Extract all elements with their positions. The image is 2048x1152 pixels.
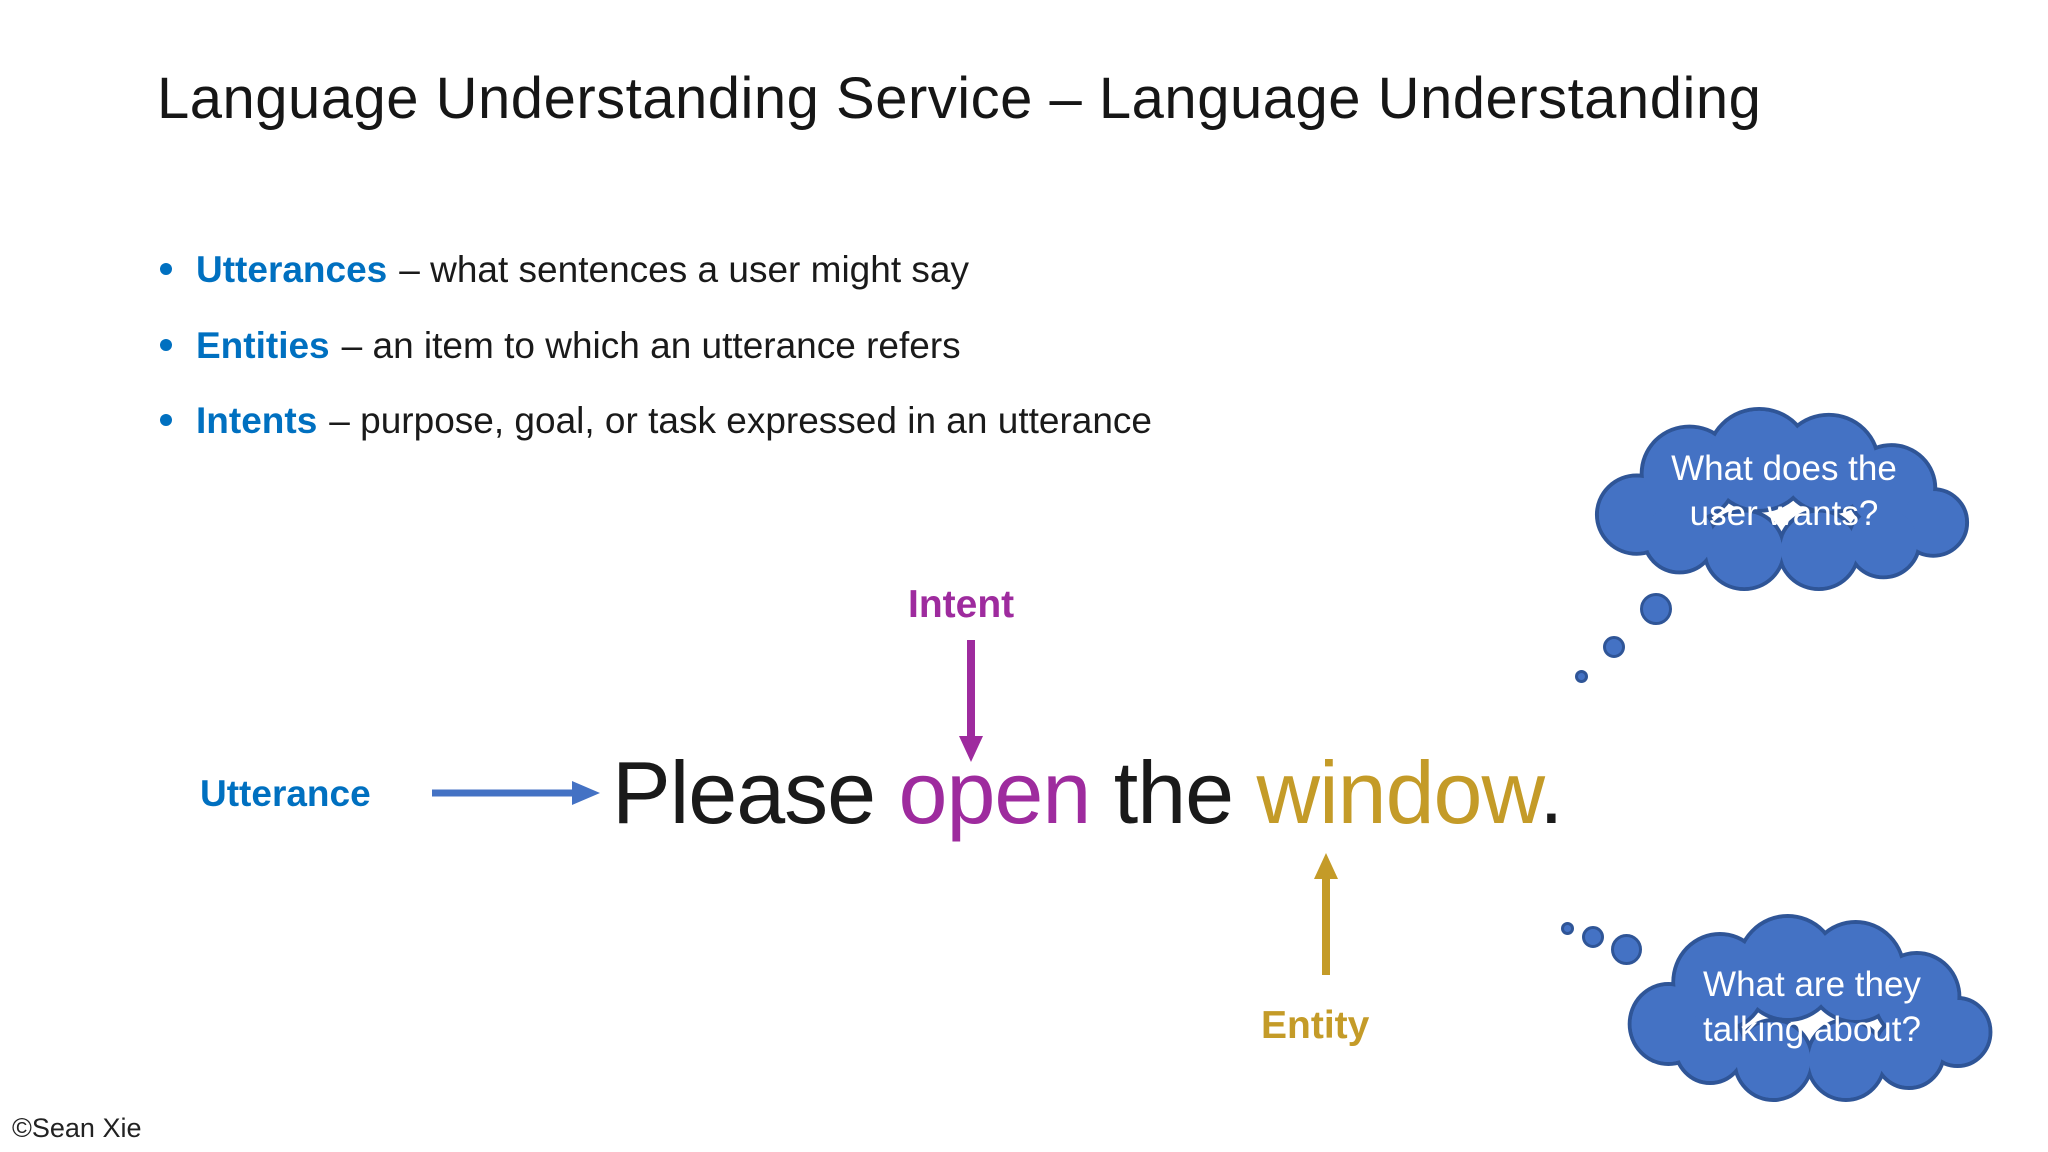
bullet-intents: Intents – purpose, goal, or task expresse… — [160, 396, 1152, 446]
bullet-text: – what sentences a user might say — [399, 249, 969, 290]
bullet-term: Entities — [196, 325, 330, 366]
sentence-intent-word: open — [898, 743, 1092, 842]
sentence-period: . — [1539, 743, 1563, 842]
sentence-entity-word: window — [1256, 743, 1541, 842]
bullet-text: – purpose, goal, or task expressed in an… — [329, 400, 1153, 441]
bullet-entities: Entities – an item to which an utterance … — [160, 321, 961, 371]
utterance-right-arrow-icon — [432, 781, 600, 805]
thought-dot-icon — [1582, 926, 1604, 948]
thought-bubble-entity: What are they talking about? — [1618, 912, 2006, 1102]
bullet-term: Intents — [196, 400, 318, 441]
utterance-label: Utterance — [200, 773, 371, 814]
bullet-dot-icon — [160, 263, 172, 276]
bullet-text: – an item to which an utterance refers — [341, 325, 961, 366]
cloud-icon — [1627, 914, 1993, 1102]
entity-up-arrow-icon — [1314, 853, 1338, 975]
thought-dot-icon — [1561, 922, 1574, 935]
bullet-dot-icon — [160, 339, 172, 352]
thought-bubble-intent: What does the user wants? — [1585, 405, 1983, 591]
intent-down-arrow-icon — [959, 640, 983, 762]
slide-title: Language Understanding Service – Languag… — [157, 66, 1762, 131]
sentence-part1: Please — [612, 743, 899, 842]
sentence-part2: the — [1090, 743, 1257, 842]
bullet-term: Utterances — [196, 249, 388, 290]
bullet-dot-icon — [160, 414, 172, 427]
thought-dot-icon — [1603, 636, 1625, 658]
cloud-icon — [1594, 406, 1970, 591]
thought-dot-icon — [1640, 593, 1672, 625]
thought-bubble-text: What does the user wants? — [1671, 449, 1897, 533]
utterance-sentence: Please open the window. — [612, 749, 1564, 837]
entity-label: Entity — [1261, 1004, 1370, 1047]
intent-label: Intent — [908, 583, 1015, 626]
thought-dot-icon — [1611, 934, 1642, 965]
thought-dot-icon — [1575, 670, 1588, 683]
copyright-text: ©Sean Xie — [12, 1113, 142, 1143]
bullet-utterances: Utterances – what sentences a user might … — [160, 245, 969, 295]
thought-bubble-text: What are they talking about? — [1703, 965, 1921, 1049]
